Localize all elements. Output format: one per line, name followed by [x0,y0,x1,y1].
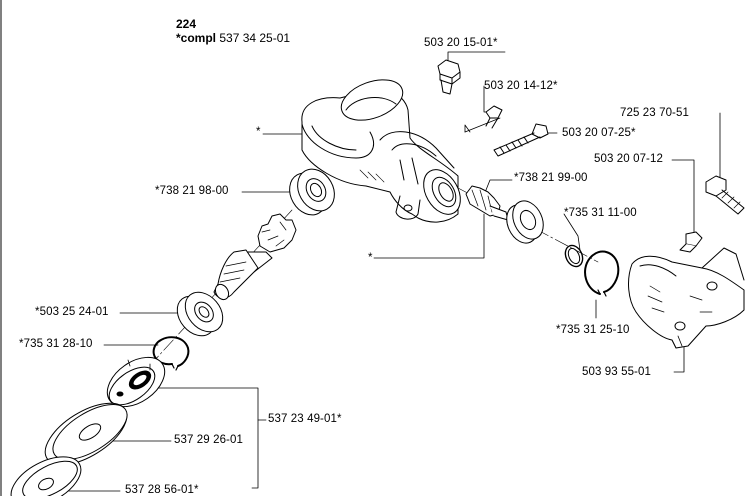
gear-housing-icon [301,79,461,223]
guard-cover-icon [628,247,745,349]
cup-washer-icon [10,456,82,496]
right-circlip-icon [584,250,620,297]
label-gear-shaft: * [368,252,373,264]
leader-lines [59,51,721,492]
label-kit: 537 23 49-01* [268,413,342,425]
label-bearing-right: *738 21 99-00 [514,172,588,184]
diagram-number: 224 [176,17,197,31]
cover-screw-icon [679,231,703,253]
label-bolt-top: 503 20 15-01* [424,37,498,49]
diagram-header: 224 *compl 537 34 25-01 [176,17,290,45]
right-bearing-icon [506,200,544,244]
label-cup-washer: 537 28 56-01* [125,484,199,496]
label-ring-right: *735 31 11-00 [564,207,637,219]
lower-bearing-icon [176,291,224,337]
gear-shaft-icon [213,213,297,301]
label-bearing-lower: *503 25 24-01 [35,306,109,318]
label-cover-screw: 503 20 07-12 [594,153,663,165]
label-circlip-lower: *735 31 28-10 [19,338,93,350]
complete-assembly-line: *compl 537 34 25-01 [176,31,290,45]
label-guard-cover: 503 93 55-01 [582,366,651,378]
label-bearing-upper: *738 21 98-00 [155,185,229,197]
pinion-gear-icon [465,185,509,221]
label-circlip-right: *735 31 25-10 [556,324,630,336]
lower-circlip-icon [152,336,190,371]
long-screw-icon [493,123,549,157]
upper-bearing-icon [289,168,335,216]
right-ring-icon [564,244,584,268]
label-housing: * [256,126,261,138]
cover-bolt-icon [705,175,745,215]
compl-prefix: *compl [176,31,217,45]
label-screw-small: 503 20 14-12* [484,80,558,92]
label-cover-bolt: 725 23 70-51 [620,107,689,119]
small-screw-icon [485,105,503,129]
label-screw-long: 503 20 07-25* [562,127,636,139]
compl-part-number: 537 34 25-01 [216,31,291,45]
washer-icon [44,402,128,466]
flange-icon [106,356,166,408]
bolt-icon [437,59,461,95]
label-washer: 537 29 26-01 [174,434,243,446]
